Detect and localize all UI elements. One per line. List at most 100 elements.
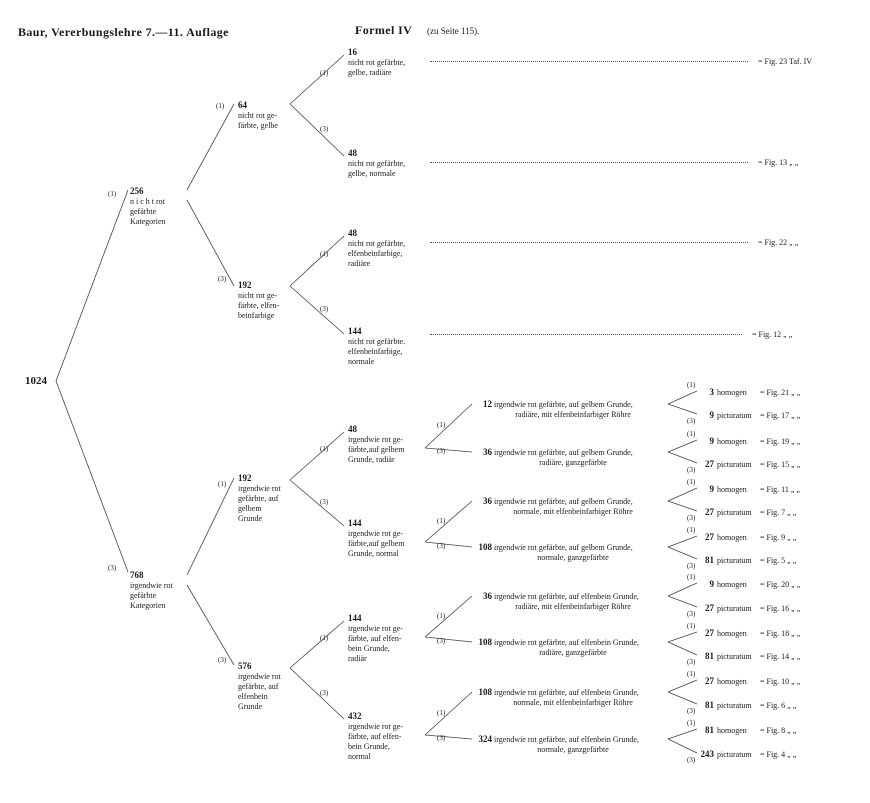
figure-reference: = Fig. 15 „ „	[760, 460, 801, 469]
branch-l4-7-b	[667, 738, 698, 754]
node-l4-label: normale, ganzgefärbte	[537, 553, 609, 562]
branch-l3-3-b	[424, 734, 473, 740]
node-l3-2-label: elfenbeinfarbige,	[348, 249, 403, 258]
branch-l4-2-b	[667, 500, 698, 512]
node-l3-6-label: bein Grunde,	[348, 644, 390, 653]
branch-l2-1-b	[289, 285, 345, 335]
node-l4-count: 36	[483, 591, 492, 601]
branch-l4-6-a	[667, 679, 698, 693]
page-title: Baur, Vererbungslehre 7.—11. Auflage	[18, 25, 229, 39]
node-l3-3-label: elfenbeinfarbige,	[348, 347, 403, 356]
figure-reference: = Fig. 8 „ „	[760, 726, 797, 735]
figure-reference: = Fig. 7 „ „	[760, 508, 797, 517]
branch-l4-3-b	[667, 546, 698, 560]
figure-reference: = Fig. 13 „ „	[758, 158, 799, 167]
node-l2-3-label: irgendwie rot	[238, 672, 281, 681]
leaf-type: picturatum	[717, 460, 752, 469]
figure-reference: = Fig. 12 „ „	[752, 330, 793, 339]
leaf-count: 3	[709, 387, 715, 397]
leaf-count: 27	[705, 532, 714, 542]
figure-reference: = Fig. 4 „ „	[760, 750, 797, 759]
node-l2-2-label: gelbem	[238, 504, 262, 513]
figure-reference: = Fig. 9 „ „	[760, 533, 797, 542]
node-l2-0-label: nicht rot ge-	[238, 111, 278, 120]
figure-reference: = Fig. 22 „ „	[758, 238, 799, 247]
leaf-type: picturatum	[717, 411, 752, 420]
branch-l3-2-a	[424, 595, 473, 638]
node-l3-7-label: normal	[348, 752, 371, 761]
node-l3-4-label: färbte,auf gelbem	[348, 445, 405, 454]
node-l2-2-count: 192	[238, 473, 252, 483]
ratio-label: (1)	[687, 430, 696, 438]
node-l1-a-label: Kategorien	[130, 217, 166, 226]
leaf-type: homogen	[717, 580, 747, 589]
node-l2-1-label: beinfarbige	[238, 311, 275, 320]
leaf-count: 27	[705, 676, 714, 686]
leaf-type: homogen	[717, 629, 747, 638]
leaf-type: homogen	[717, 437, 747, 446]
ratio-label: (1)	[687, 670, 696, 678]
branch-l3-1-a	[424, 500, 473, 543]
ratio-label: (1)	[687, 622, 696, 630]
ratio-label: (1)	[320, 250, 329, 258]
node-l2-3-count: 576	[238, 661, 252, 671]
ratio-label: (3)	[687, 756, 696, 764]
node-l4-count: 108	[478, 687, 493, 697]
node-l4-label: radiäre, mit elfenbeinfarbiger Röhre	[515, 410, 631, 419]
dotted-leader	[430, 61, 748, 63]
node-l4-label: radiäre, ganzgefärbte	[539, 458, 607, 467]
ratio-label: (1)	[108, 190, 117, 198]
ratio-label: (1)	[320, 445, 329, 453]
node-l4-label: irgendwie rot gefärbte, auf gelbem Grund…	[494, 448, 633, 457]
node-l2-1-label: nicht rot ge-	[238, 291, 278, 300]
ratio-label: (3)	[687, 417, 696, 425]
branch-l2-2-b	[289, 479, 345, 527]
node-l4-label: irgendwie rot gefärbte, auf elfenbein Gr…	[494, 688, 639, 697]
node-l3-3-label: nicht rot gefärbte.	[348, 337, 406, 346]
leaf-type: picturatum	[717, 508, 752, 517]
node-l2-0-count: 64	[238, 100, 247, 110]
node-l4-label: normale, ganzgefärbte	[537, 745, 609, 754]
node-l1-b-label: gefärbte	[130, 591, 157, 600]
node-l4-label: radiäre, ganzgefärbte	[539, 648, 607, 657]
ratio-label: (1)	[320, 634, 329, 642]
node-l4-label: normale, mit elfenbeinfarbiger Röhre	[513, 507, 633, 516]
node-l3-7-label: bein Grunde,	[348, 742, 390, 751]
node-l1-a-label: gefärbte	[130, 207, 157, 216]
leaf-type: picturatum	[717, 652, 752, 661]
ratio-label: (3)	[218, 656, 227, 664]
node-l3-6-label: irgendwie rot ge-	[348, 624, 403, 633]
branch-l4-4-a	[667, 582, 698, 597]
node-l2-2-label: Grunde	[238, 514, 262, 523]
branch-l2-1-a	[289, 235, 345, 287]
node-l4-label: irgendwie rot gefärbte, auf elfenbein Gr…	[494, 735, 639, 744]
branch-l1a-2	[186, 199, 235, 287]
ratio-label: (1)	[687, 573, 696, 581]
figure-reference: = Fig. 14 „ „	[760, 652, 801, 661]
figure-reference: = Fig. 21 „ „	[760, 388, 801, 397]
branch-l4-1-b	[667, 451, 698, 464]
node-l3-6-label: radiär	[348, 654, 367, 663]
dotted-leader	[430, 242, 748, 244]
leaf-type: homogen	[717, 677, 747, 686]
branch-l1a-1	[186, 103, 235, 191]
ratio-label: (3)	[687, 707, 696, 715]
leaf-type: homogen	[717, 485, 747, 494]
branch-l3-0-b	[424, 447, 473, 453]
figure-reference: = Fig. 11 „ „	[760, 485, 800, 494]
leaf-count: 81	[705, 651, 714, 661]
leaf-type: homogen	[717, 388, 747, 397]
leaf-count: 9	[709, 484, 715, 494]
ratio-label: (1)	[437, 421, 446, 429]
leaf-count: 9	[709, 436, 715, 446]
node-l4-label: irgendwie rot gefärbte, auf gelbem Grund…	[494, 497, 633, 506]
ratio-label: (1)	[687, 526, 696, 534]
node-l4-count: 108	[478, 542, 493, 552]
branch-l4-5-b	[667, 641, 698, 656]
leaf-count: 9	[709, 410, 715, 420]
ratio-label: (3)	[687, 466, 696, 474]
leaf-type: picturatum	[717, 750, 752, 759]
node-l1-a-count: 256	[130, 186, 144, 196]
ratio-label: (1)	[218, 480, 227, 488]
node-l1-b-count: 768	[130, 570, 144, 580]
